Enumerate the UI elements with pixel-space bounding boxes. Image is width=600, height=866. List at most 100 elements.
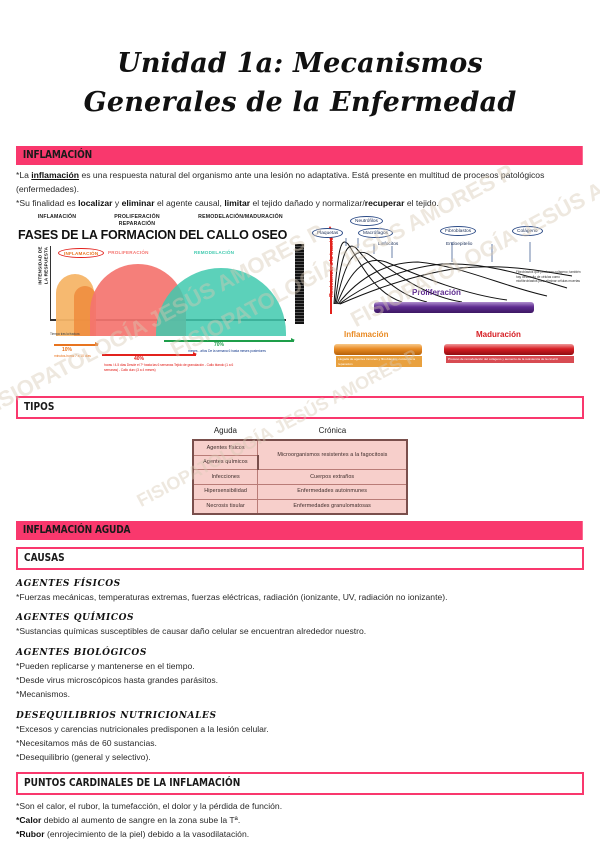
table-row: Agentes químicos — [192, 454, 407, 471]
callo-tag-proliferacion: PROLIFERACIÓN — [108, 250, 149, 256]
table-cell-cronica: Cuerpos extraños — [257, 469, 409, 485]
text-emphasis: inflamación — [31, 170, 80, 181]
callo-tag-remodelacion: REMODELACIÓN — [194, 250, 235, 256]
callo-phase-header: INFLAMACIÓN — [37, 214, 77, 221]
section-header-tipos: TIPOS — [16, 396, 584, 420]
callo-phase-header: REMODELACIÓN/MADURACIÓN — [198, 214, 283, 221]
causas-item: *Mecanismos. — [16, 689, 70, 700]
tipos-table: Aguda Crónica Agentes físicos Microorgan… — [192, 424, 409, 516]
text-emphasis: *Calor — [16, 814, 42, 825]
section-header-puntos-cardinales: PUNTOS CARDINALES DE LA INFLAMACIÓN — [16, 771, 584, 795]
callo-marker-detail-1: minutos-horas 7 a 10 días — [54, 354, 91, 359]
text-fragment: el agente causal, — [154, 198, 225, 209]
cicatrizacion-note: Fibroblastos que producen colágeno; tamb… — [516, 270, 581, 284]
table-header-row: Aguda Crónica — [193, 424, 407, 441]
cicatrizacion-phase-note-inflamacion: Llegada de agentes inmunes y fibroblasto… — [336, 356, 422, 367]
cicatrizacion-label-macrofagos: Macrófagos — [358, 228, 394, 239]
callo-marker-arrow-2 — [102, 352, 197, 357]
cicatrizacion-label-neutrofilos: Neutrófilos — [350, 216, 383, 227]
causas-group: AGENTES FÍSICOS *Fuerzas mecánicas, temp… — [16, 579, 584, 604]
section-header-puntos-cardinales-label: PUNTOS CARDINALES DE LA INFLAMACIÓN — [24, 776, 241, 789]
text-fragment: es una respuesta natural del organismo a… — [16, 170, 545, 194]
cicatrizacion-curves — [333, 238, 573, 305]
causas-subhead-fisicos: AGENTES FÍSICOS — [16, 579, 121, 590]
puntos-item-2: *Calor debido al aumento de sangre en la… — [16, 814, 584, 827]
causas-group: AGENTES BIOLÓGICOS *Pueden replicarse y … — [16, 648, 584, 702]
causas-item: *Necesitamos más de 60 sustancias. — [16, 737, 157, 748]
text-emphasis: recuperar — [364, 198, 405, 209]
callo-figure-title: FASES DE LA FORMACION DEL CALLO OSEO — [18, 228, 288, 243]
callo-marker-pct-2: 40% — [134, 356, 145, 363]
callo-marker-arrow-1 — [54, 342, 99, 347]
section-header-causas-label: CAUSAS — [24, 552, 65, 565]
table-cell-cronica: Enfermedades granulomatosas — [257, 498, 409, 516]
callo-bone-bar — [295, 244, 304, 325]
document-page: FISIOPATOLOGÍA JESÚS AMORES P FISIOPATOL… — [0, 18, 600, 866]
causas-subhead-quimicos: AGENTES QUÍMICOS — [16, 613, 135, 624]
text-fragment: y — [112, 198, 122, 209]
table-cell-aguda: Infecciones — [192, 469, 259, 485]
text-emphasis: localizar — [78, 198, 113, 209]
cicatrizacion-label-fibroblastos: Fibroblastos — [440, 226, 477, 237]
table-cell-cronica: Microorganismos resistentes a la fagocit… — [257, 439, 409, 471]
text-fragment: el tejido dañado y normalizar/ — [250, 198, 365, 209]
section-header-inflamacion-aguda: INFLAMACIÓN AGUDA — [16, 521, 583, 541]
table-cell-cronica: Enfermedades autoinmunes — [257, 483, 409, 500]
puntos-item-3: *Rubor (enrojecimiento de la piel) debid… — [16, 828, 584, 841]
causas-item: *Sustancias químicas susceptibles de cau… — [16, 626, 367, 637]
cicatrizacion-phase-bar-maduracion — [444, 344, 574, 356]
section-header-inflamacion-label: INFLAMACIÓN — [22, 149, 93, 162]
text-emphasis: *Rubor — [16, 829, 45, 840]
table-row: Hipersensibilidad Enfermedades autoinmun… — [192, 483, 409, 500]
callo-marker-detail-3: meses - años De la semana 6 hasta meses … — [188, 349, 266, 354]
cicatrizacion-phase-label-inflamacion: Inflamación — [344, 330, 389, 340]
inflamacion-paragraph-2: *Su finalidad es localizar y eliminar el… — [16, 197, 584, 210]
callo-curve-remodelacion — [156, 268, 286, 337]
text-fragment: *La — [16, 170, 32, 181]
text-emphasis: limitar — [224, 198, 251, 209]
tipos-table-wrapper: Aguda Crónica Agentes físicos Microorgan… — [16, 424, 584, 516]
causas-group: DESEQUILIBRIOS NUTRICIONALES *Excesos y … — [16, 711, 584, 765]
cicatrizacion-phase-bar-inflamacion — [334, 344, 422, 356]
page-title: Unidad 1a: Mecanismos Generales de la En… — [83, 48, 517, 119]
table-row: Necrosis tisular Enfermedades granulomat… — [192, 498, 409, 516]
text-fragment: (enrojecimiento de la piel) debido a la … — [44, 829, 250, 840]
causas-item: *Excesos y carencias nutricionales predi… — [16, 723, 269, 734]
inflamacion-paragraph-1: *La inflamación es una respuesta natural… — [16, 169, 584, 196]
figure-cicatrizacion: Resistencia a la tracción — [312, 214, 584, 389]
table-cell-aguda: Agentes químicos — [192, 454, 259, 471]
table-cell-aguda: Agentes físicos — [192, 439, 259, 456]
puntos-item-1: *Son el calor, el rubor, la tumefacción,… — [16, 800, 283, 811]
cicatrizacion-label-linfocitos: Linfocitos — [378, 242, 399, 248]
callo-y-axis — [50, 246, 51, 321]
text-fragment: *Su finalidad es — [16, 198, 79, 209]
callo-tag-inflamacion: INFLAMACIÓN — [58, 248, 105, 259]
callo-marker-pct-3: 70% — [214, 342, 225, 349]
figure-callo-oseo: INFLAMACIÓN PROLIFERACIÓN REPARACIÓN REM… — [16, 214, 310, 389]
table-header-aguda: Aguda — [193, 424, 258, 441]
causas-item: *Pueden replicarse y mantenerse en el ti… — [16, 660, 195, 671]
causas-subhead-nutricionales: DESEQUILIBRIOS NUTRICIONALES — [16, 710, 217, 721]
causas-subhead-biologicos: AGENTES BIOLÓGICOS — [16, 647, 147, 658]
section-header-inflamacion-aguda-label: INFLAMACIÓN AGUDA — [22, 524, 131, 537]
text-fragment: el tejido. — [404, 198, 439, 209]
causas-item: *Fuerzas mecánicas, temperaturas extrema… — [16, 592, 448, 603]
cicatrizacion-label-endoepitelio: Endoepitelio — [446, 242, 473, 248]
section-header-tipos-label: TIPOS — [24, 401, 55, 414]
callo-phase-header: PROLIFERACIÓN REPARACIÓN — [114, 214, 160, 227]
callo-marker-detail-2: horas / 4-5 días Desde el 7º hasta las 6… — [104, 363, 234, 373]
cicatrizacion-phase-bar-proliferacion — [374, 302, 534, 314]
callo-y-axis-label: INTENSIDAD DE LA RESPUESTA — [37, 246, 49, 286]
causas-item: *Desequilibrio (general y selectivo). — [16, 752, 151, 763]
causas-group: AGENTES QUÍMICOS *Sustancias químicas su… — [16, 613, 584, 638]
cicatrizacion-phase-label-maduracion: Maduración — [476, 330, 521, 340]
section-header-causas: CAUSAS — [16, 547, 584, 571]
causas-item: *Desde virus microscópicos hasta grandes… — [16, 674, 219, 685]
section-header-inflamacion: INFLAMACIÓN — [16, 146, 583, 166]
table-header-cronica: Crónica — [257, 424, 407, 441]
table-row: Agentes físicos Microorganismos resisten… — [192, 439, 409, 471]
cicatrizacion-label-plaquetas: Plaquetas — [312, 228, 344, 239]
table-cell-aguda: Hipersensibilidad — [192, 483, 259, 500]
table-cell-aguda: Necrosis tisular — [192, 498, 259, 516]
text-fragment: debido al aumento de sangre en la zona s… — [41, 814, 241, 825]
